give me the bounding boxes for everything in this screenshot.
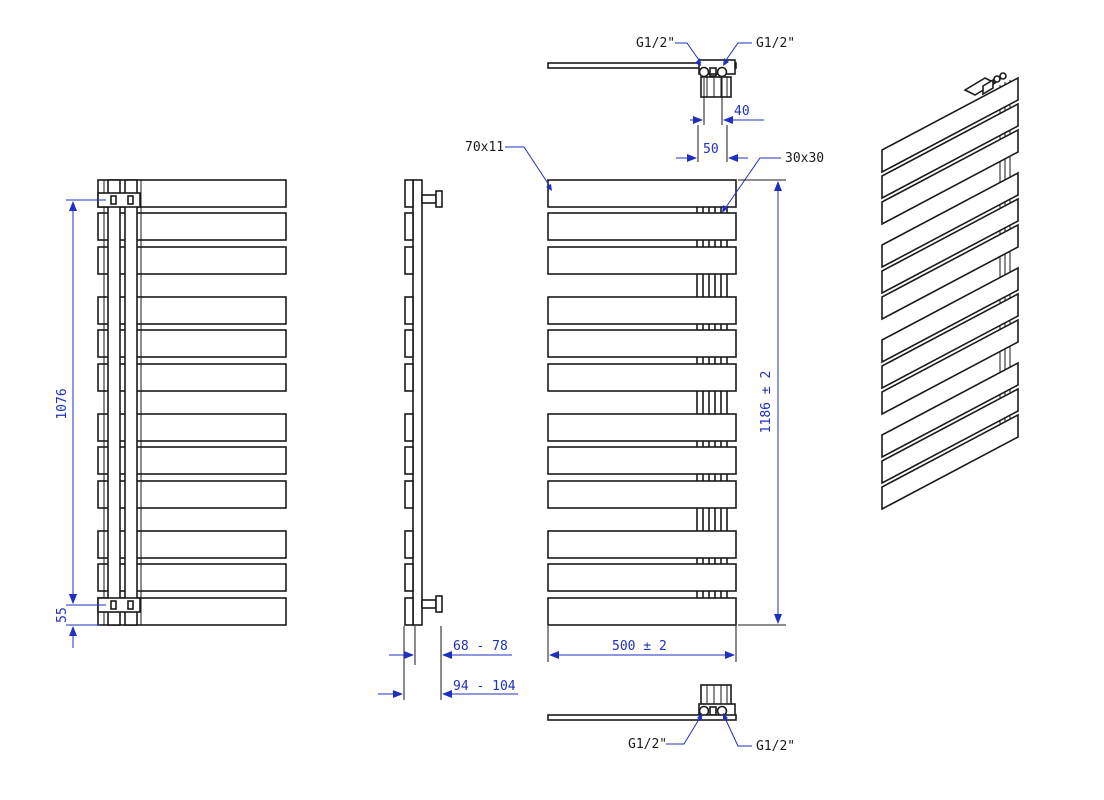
isometric-slat	[881, 266, 1019, 364]
side-connections	[421, 190, 443, 613]
dimension-wall-distance-max: 94 - 104	[378, 679, 518, 698]
front-slat	[547, 329, 737, 358]
front-slat	[547, 179, 737, 208]
callout-column-profile: 30x30	[722, 151, 824, 213]
isometric-slat	[881, 197, 1019, 295]
wall-distance-min-label: 68 - 78	[453, 639, 508, 654]
top-right-connection-label: G1/2"	[756, 36, 795, 51]
side-slat	[404, 413, 414, 442]
dimension-bottom-offset: 55	[55, 583, 100, 648]
callout-top-left-connection: G1/2"	[636, 36, 702, 66]
dimension-connection-offset-50: 50	[676, 125, 748, 162]
side-slat	[404, 296, 414, 325]
side-slats	[404, 179, 414, 626]
side-view: 68 - 78 94 - 104	[378, 179, 518, 700]
callout-bottom-right-connection: G1/2"	[723, 713, 795, 754]
connection-offset-40-label: 40	[734, 104, 750, 119]
bottom-right-connection-label: G1/2"	[756, 739, 795, 754]
front-slat	[547, 246, 737, 275]
center-distance-label: 1076	[55, 388, 70, 419]
side-slat	[404, 480, 414, 509]
isometric-slat	[881, 318, 1019, 416]
isometric-slat	[881, 292, 1019, 390]
isometric-view	[881, 72, 1019, 511]
side-slat	[404, 530, 414, 559]
callout-bottom-left-connection: G1/2"	[628, 713, 702, 752]
side-slat	[404, 446, 414, 475]
side-slat	[404, 246, 414, 275]
side-slat	[404, 363, 414, 392]
front-slat	[547, 363, 737, 392]
isometric-slat	[881, 76, 1019, 174]
front-view: G1/2" G1/2" 40 50 70x11	[465, 36, 824, 754]
isometric-slat	[881, 171, 1019, 269]
front-slat	[547, 530, 737, 559]
height-label: 1186 ± 2	[759, 371, 774, 434]
isometric-connections	[963, 72, 1007, 96]
dimension-height: 1186 ± 2	[738, 179, 786, 626]
isometric-slats	[881, 76, 1019, 511]
rear-columns	[103, 179, 142, 626]
isometric-slat	[881, 361, 1019, 459]
bottom-offset-label: 55	[55, 607, 70, 623]
side-slat	[404, 329, 414, 358]
top-plan-view	[547, 59, 737, 98]
front-slat	[547, 413, 737, 442]
isometric-slat	[881, 387, 1019, 485]
front-slat	[547, 480, 737, 509]
front-slats	[547, 179, 737, 626]
front-slat	[547, 446, 737, 475]
dimension-connection-offset-40: 40	[690, 78, 764, 125]
callout-slat-profile: 70x11	[465, 140, 552, 191]
slat-profile-label: 70x11	[465, 140, 504, 155]
side-slat	[404, 597, 414, 626]
isometric-slat	[881, 223, 1019, 321]
isometric-slat	[881, 128, 1019, 226]
callout-top-right-connection: G1/2"	[723, 36, 795, 66]
wall-distance-max-label: 94 - 104	[453, 679, 516, 694]
front-slat	[547, 563, 737, 592]
rear-view: 1076 55	[55, 179, 287, 648]
dimension-width: 500 ± 2	[547, 626, 737, 662]
front-slat	[547, 212, 737, 241]
bottom-plan-view	[547, 684, 737, 721]
side-slat	[404, 563, 414, 592]
connection-offset-50-label: 50	[703, 142, 719, 157]
isometric-slat	[881, 102, 1019, 200]
side-slat	[404, 212, 414, 241]
front-slat	[547, 296, 737, 325]
dimension-wall-distance-min: 68 - 78	[389, 626, 512, 700]
dimension-center-distance: 1076	[55, 199, 106, 606]
side-slat	[404, 179, 414, 208]
front-slat	[547, 597, 737, 626]
width-label: 500 ± 2	[612, 639, 667, 654]
column-profile-label: 30x30	[785, 151, 824, 166]
top-left-connection-label: G1/2"	[636, 36, 675, 51]
isometric-slat	[881, 413, 1019, 511]
bottom-left-connection-label: G1/2"	[628, 737, 667, 752]
rear-mounting-brackets	[97, 192, 141, 613]
